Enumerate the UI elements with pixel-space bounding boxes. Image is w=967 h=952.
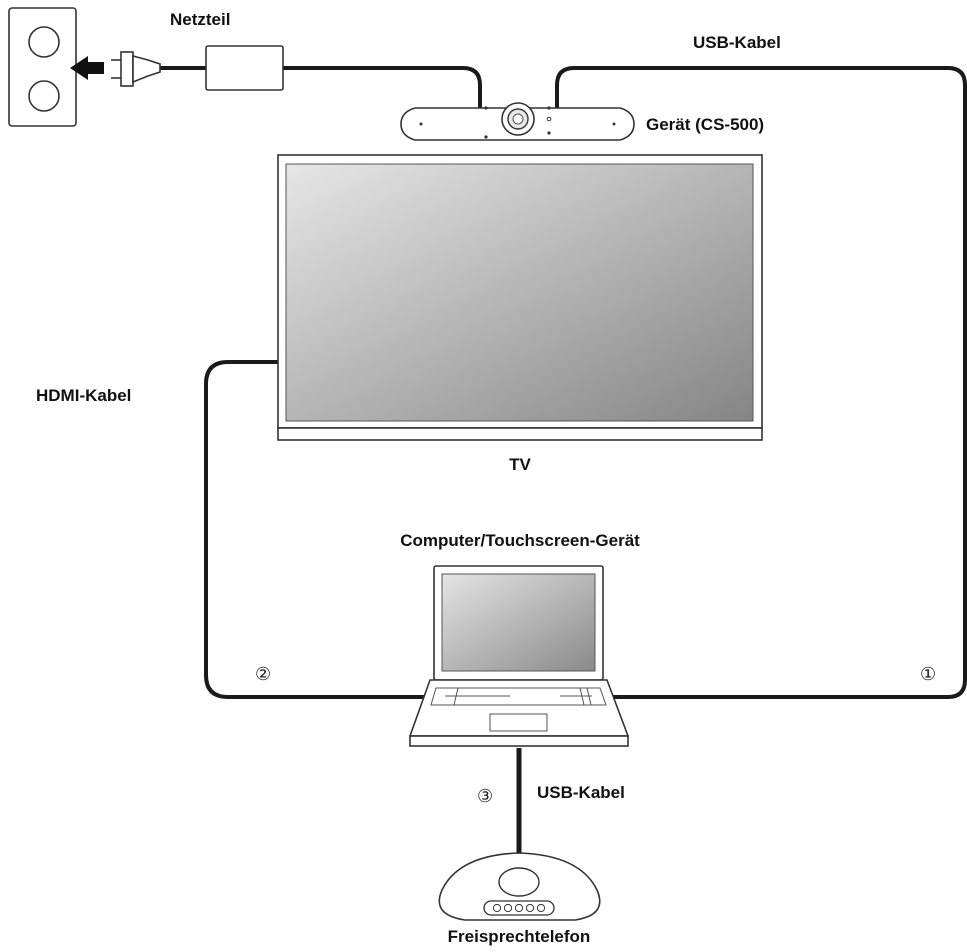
marker-one: ①: [920, 664, 936, 684]
label-power-adapter: Netzteil: [170, 10, 230, 29]
label-usb-cable-bottom: USB-Kabel: [537, 783, 625, 802]
laptop: [408, 565, 630, 747]
usb-cable-1: [555, 66, 967, 699]
marker-two: ②: [255, 664, 271, 684]
speakerphone: [438, 852, 601, 921]
wall-outlet: [8, 7, 77, 127]
power-adapter: [205, 45, 284, 91]
power-plug: [111, 51, 161, 87]
tv: [277, 154, 763, 441]
label-computer: Computer/Touchscreen-Gerät: [400, 531, 640, 550]
hdmi-cable-2: [204, 360, 430, 699]
label-hdmi-cable: HDMI-Kabel: [36, 386, 131, 405]
adapter-cable: [280, 66, 482, 108]
label-device: Gerät (CS-500): [646, 115, 764, 134]
marker-three: ③: [477, 786, 493, 806]
label-tv: TV: [509, 455, 531, 474]
label-usb-cable-top: USB-Kabel: [693, 33, 781, 52]
insert-arrow-icon: [70, 56, 104, 80]
label-speakerphone: Freisprechtelefon: [448, 927, 591, 946]
camera-device: [400, 102, 635, 141]
